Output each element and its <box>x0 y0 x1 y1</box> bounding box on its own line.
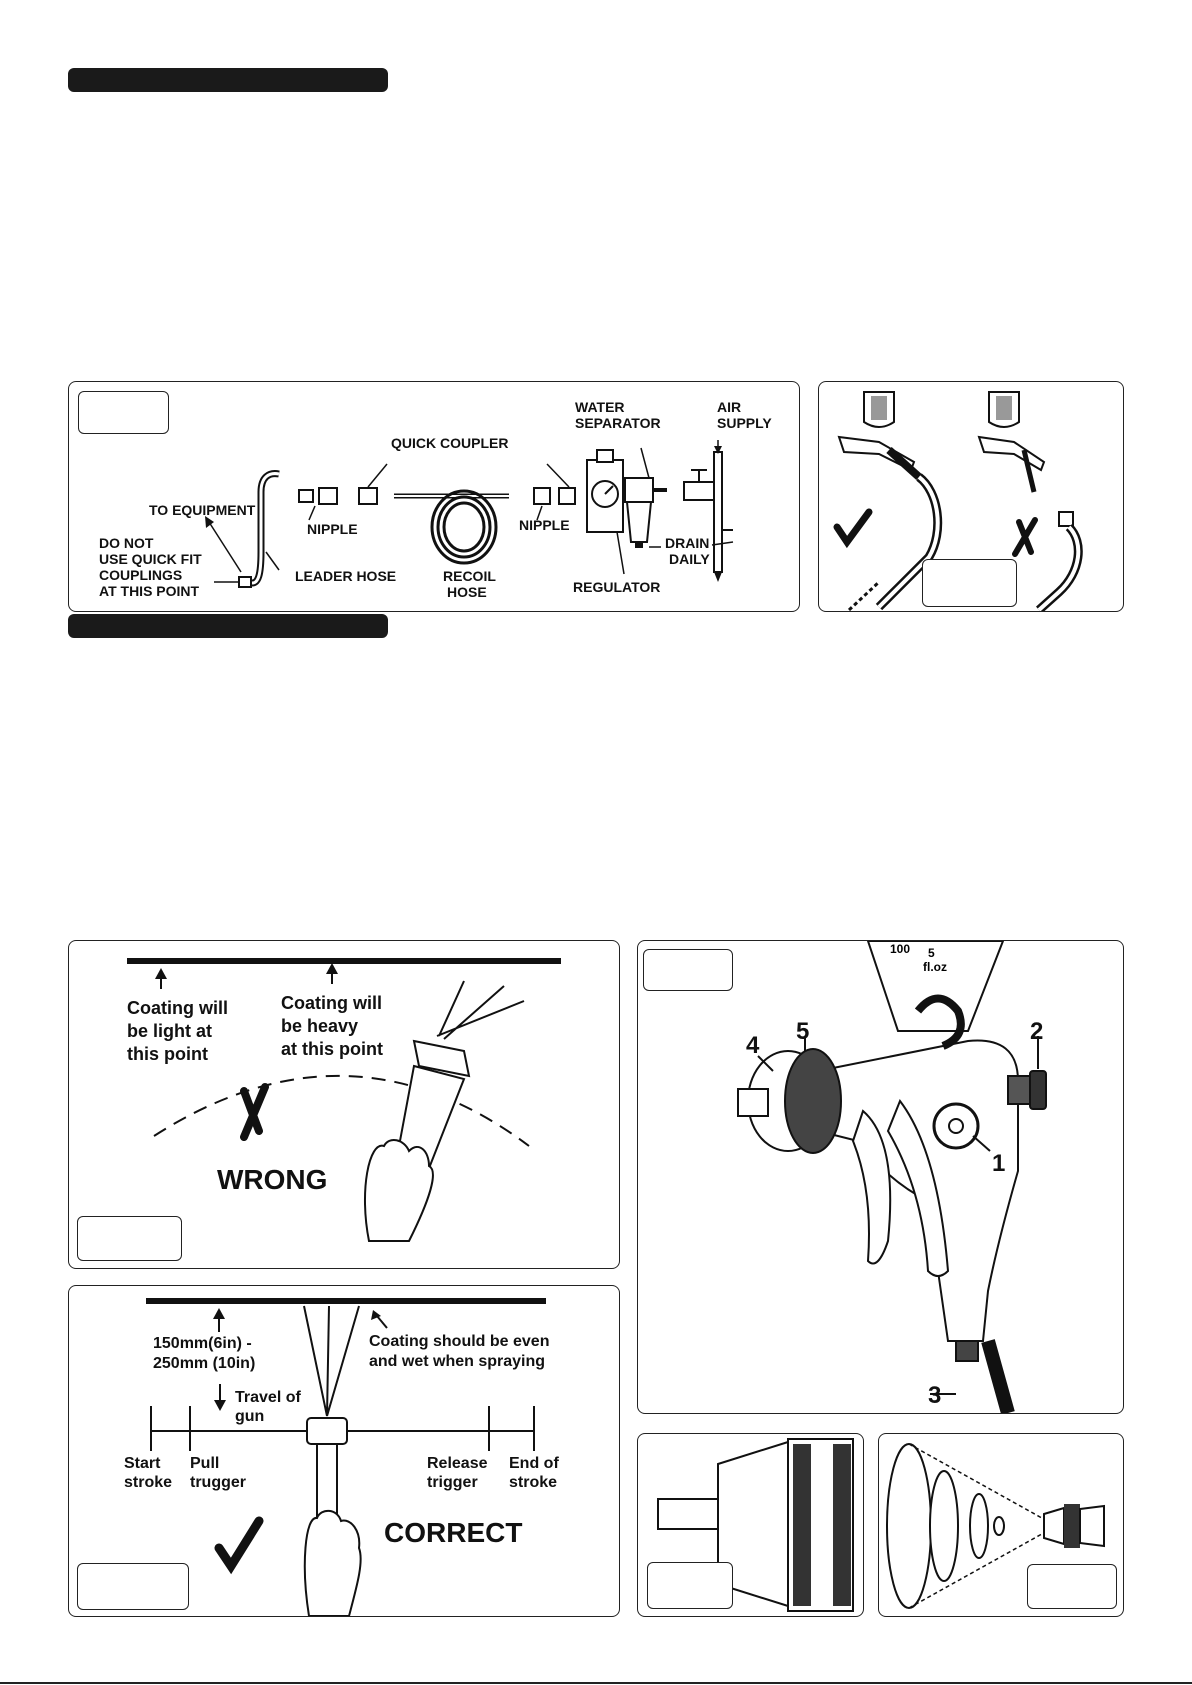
air-supply-diagram-panel: WATER SEPARATOR AIR SUPPLY QUICK COUPLER… <box>68 381 800 612</box>
spray-pattern-illustration <box>886 1443 1105 1609</box>
callout-1: 1 <box>992 1150 1005 1177</box>
correct-technique-illustration: 150mm(6in) - 250mm (10in) Coating should… <box>124 1298 559 1616</box>
spray-gun-illustration: 100 5 fl.oz 1 2 3 4 5 <box>737 941 1047 1413</box>
wrong-technique-panel: Coating will be light at this point Coat… <box>68 940 620 1269</box>
cup-mark-5: 5 <box>928 946 935 960</box>
cup-mark-floz: fl.oz <box>923 960 947 974</box>
figure-tag <box>922 559 1017 607</box>
travel-text-1: Travel of <box>235 1389 301 1406</box>
end-text-1: End of <box>509 1455 559 1472</box>
label-do-not-1: DO NOT <box>99 535 154 551</box>
section-header-bar-2 <box>68 614 388 638</box>
label-do-not-3: COUPLINGS <box>99 567 182 583</box>
figure-tag <box>647 1562 733 1609</box>
cup-mark-100: 100 <box>890 942 910 956</box>
even-text-2: and wet when spraying <box>369 1353 545 1370</box>
label-supply: SUPPLY <box>717 415 772 431</box>
label-leader-hose: LEADER HOSE <box>295 568 396 584</box>
distance-text-1: 150mm(6in) - <box>153 1335 252 1352</box>
figure-tag <box>77 1216 182 1261</box>
release-text-2: trigger <box>427 1474 478 1491</box>
end-text-2: stroke <box>509 1474 557 1491</box>
callout-2: 2 <box>1030 1018 1043 1045</box>
spray-pattern-panel <box>878 1433 1124 1617</box>
start-text-1: Start <box>124 1455 161 1472</box>
wrong-label: WRONG <box>217 1164 327 1195</box>
label-separator: SEPARATOR <box>575 415 661 431</box>
label-nipple-left: NIPPLE <box>307 521 358 537</box>
label-do-not-4: AT THIS POINT <box>99 583 200 599</box>
label-recoil: RECOIL <box>443 568 496 584</box>
spray-gun-panel: 100 5 fl.oz 1 2 3 4 5 <box>637 940 1124 1414</box>
figure-tag <box>77 1563 189 1610</box>
heavy-text-2: be heavy <box>281 1016 358 1036</box>
air-cap-illustration <box>657 1438 854 1612</box>
pull-text-1: Pull <box>190 1455 219 1472</box>
travel-text-2: gun <box>235 1408 264 1425</box>
label-water: WATER <box>575 399 625 415</box>
light-text-3: this point <box>127 1044 208 1064</box>
distance-text-2: 250mm (10in) <box>153 1355 255 1372</box>
heavy-text-1: Coating will <box>281 993 382 1013</box>
even-text-1: Coating should be even <box>369 1333 549 1350</box>
correct-label: CORRECT <box>384 1517 522 1548</box>
callout-3: 3 <box>928 1382 941 1409</box>
label-daily: DAILY <box>669 551 710 567</box>
gun-connection-illustration <box>833 391 1083 611</box>
callout-5: 5 <box>796 1018 809 1045</box>
heavy-text-3: at this point <box>281 1039 383 1059</box>
figure-tag <box>643 949 733 991</box>
start-text-2: stroke <box>124 1474 172 1491</box>
light-text-2: be light at <box>127 1021 212 1041</box>
air-supply-diagram: WATER SEPARATOR AIR SUPPLY QUICK COUPLER… <box>99 399 772 600</box>
label-regulator: REGULATOR <box>573 579 660 595</box>
light-text-1: Coating will <box>127 998 228 1018</box>
label-nipple-right: NIPPLE <box>519 517 570 533</box>
correct-technique-panel: 150mm(6in) - 250mm (10in) Coating should… <box>68 1285 620 1617</box>
wrong-technique-illustration: Coating will be light at this point Coat… <box>127 958 561 1242</box>
pull-text-2: trugger <box>190 1474 246 1491</box>
gun-connection-panel <box>818 381 1124 612</box>
callout-4: 4 <box>746 1032 760 1059</box>
label-drain: DRAIN <box>665 535 709 551</box>
label-do-not-2: USE QUICK FIT <box>99 551 202 567</box>
label-to-equipment: TO EQUIPMENT <box>149 502 256 518</box>
release-text-1: Release <box>427 1455 488 1472</box>
figure-tag <box>1027 1564 1117 1609</box>
label-quick-coupler: QUICK COUPLER <box>391 435 508 451</box>
page-bottom-rule <box>0 1682 1192 1684</box>
section-header-bar-1 <box>68 68 388 92</box>
figure-tag <box>78 391 169 434</box>
air-cap-panel <box>637 1433 864 1617</box>
label-hose: HOSE <box>447 584 487 600</box>
label-air: AIR <box>717 399 741 415</box>
